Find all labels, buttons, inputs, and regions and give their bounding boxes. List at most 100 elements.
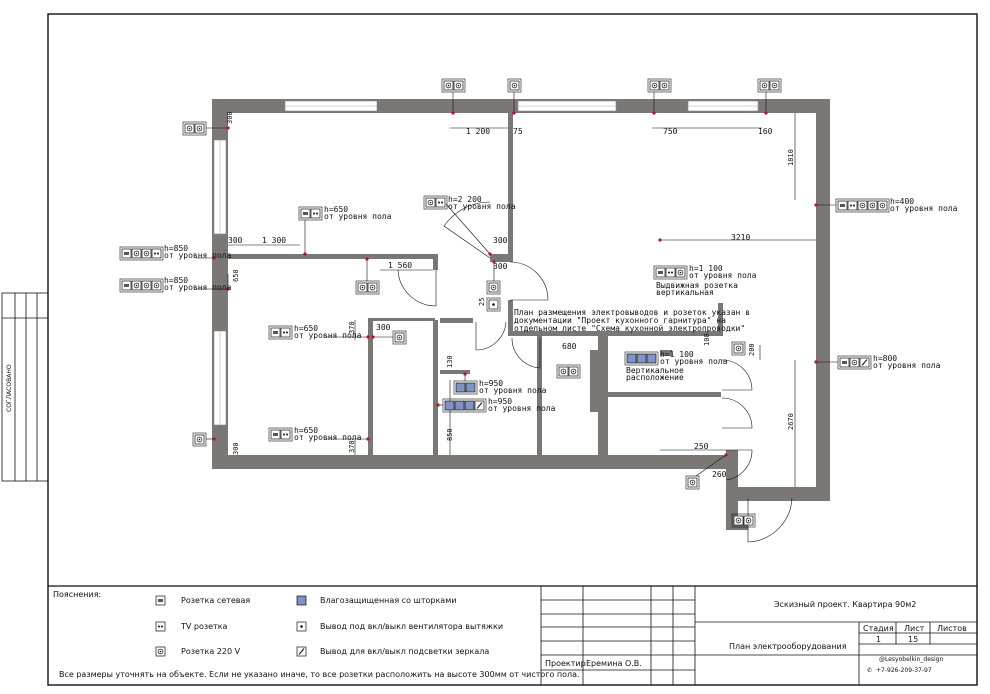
socket-group [268,427,368,442]
socket-group [816,355,872,370]
socket-group [624,351,659,366]
legend-title: Пояснения: [53,590,101,599]
approvals-stamp-label: СОГЛАСОВАНО [6,364,13,412]
sheet-header: Лист [904,624,925,633]
legend-footnote: Все размеры уточнять на объекте. Если не… [59,670,580,679]
dim-160: 160 [758,127,773,136]
dim-680: 680 [562,342,577,351]
svg-text:Вывод для вкл/выкл подсветки з: Вывод для вкл/выкл подсветки зеркала [320,647,489,656]
dim-750: 750 [663,127,678,136]
socket-group [647,78,672,113]
socket-group [119,246,214,261]
height-labels: h=2 200 от уровня пола h=650 от уровня п… [164,195,958,442]
dimension-lines [227,113,816,487]
sheet-value: 15 [908,635,918,644]
label-h650-b: h=650 [294,324,318,333]
approvals-stamp: СОГЛАСОВАНО [1,292,49,482]
socket-group [731,341,746,356]
dim-1560: 1 560 [388,261,412,270]
sheets-header: Листов [937,624,967,633]
label-h650-c: h=650 [294,426,318,435]
socket-group [653,265,688,280]
label-h1100-a-sub: от уровня пола [689,271,757,280]
label-h650-a: h=650 [324,205,348,214]
waterproof-socket-icon [296,595,307,606]
kitchen-note-line1: План размещения электровыводов и розеток… [514,308,750,317]
label-h400: h=400 [890,197,914,206]
socket-group [355,259,380,295]
dim-1200: 1 200 [466,127,490,136]
door-swings [397,201,793,543]
socket-group [507,78,522,113]
title-block: Эскизный проект. Квартира 90м2 План элек… [540,586,977,685]
label-h850-a: h=850 [164,244,188,253]
label-h650-b-sub: от уровня пола [294,331,362,340]
dim-300-top-left: 300 [226,111,234,124]
label-h2200: h=2 200 [448,195,482,204]
label-h1100-a-note1: Выдвижная розетка [656,281,738,290]
label-h800: h=800 [873,354,897,363]
label-h950-b-sub: от уровня пола [488,404,556,413]
socket-group [757,78,782,113]
label-h950-a: h=950 [479,379,503,388]
socket-group [441,78,466,113]
dim-130: 130 [446,355,454,368]
label-h400-sub: от уровня пола [890,204,958,213]
dim-370-b: 370 [348,440,356,453]
dim-3210: 3210 [731,233,750,242]
svg-text:TV розетка: TV розетка [180,622,228,631]
label-h950-a-sub: от уровня пола [479,386,547,395]
designer-phone: +7-926-209-37-97 [876,667,932,674]
legend-item-waterproof: Влагозащищенная со шторками [296,595,456,606]
dim-100: 100 [703,333,711,346]
legend: Пояснения: Розетка сетевая TV розетка Ро… [53,590,580,679]
dimension-texts: 300 1 200 75 750 160 1810 3210 300 1 300… [226,111,795,479]
dim-1300: 1 300 [262,236,286,245]
fan-switch-outlet-icon [296,621,307,632]
socket-group [486,297,501,312]
legend-item-tv: TV розетка [155,621,228,632]
svg-text:Розетка сетевая: Розетка сетевая [181,596,250,605]
dim-850: 850 [446,428,454,441]
socket-group [438,398,487,413]
legend-item-mirror: Вывод для вкл/выкл подсветки зеркала [296,646,489,657]
sheet-title: План электрооборудования [729,642,847,651]
network-socket-icon [155,595,166,606]
dim-250: 250 [694,442,709,451]
socket-group [182,121,228,136]
label-h650-a-sub: от уровня пола [324,212,392,221]
socket-group [268,325,368,340]
label-h850-a-sub: от уровня пола [164,251,232,260]
label-h1100-b: h=1 100 [660,350,694,359]
socket-markers [212,111,818,457]
label-h950-b: h=950 [488,397,512,406]
tv-socket-icon [155,621,166,632]
project-title: Эскизный проект. Квартира 90м2 [774,600,916,609]
dim-200: 200 [748,343,756,356]
socket-group [119,278,228,293]
socket-group [731,513,756,528]
label-h650-c-sub: от уровня пола [294,433,362,442]
power-socket-icon [155,646,166,657]
kitchen-note: План размещения электровыводов и розеток… [514,308,750,333]
designer-role: Проектир [545,659,586,668]
dim-1810: 1810 [787,149,795,166]
dim-370-a: 370 [348,321,356,334]
label-h1100-b-sub: от уровня пола [660,357,728,366]
dim-300-c: 300 [493,262,508,271]
socket-group [192,432,214,447]
svg-text:Розетка 220 V: Розетка 220 V [181,647,241,656]
dim-300-a: 300 [228,236,243,245]
stage-header: Стадия [863,624,894,633]
label-h1100-a-note2: вертикальная [656,288,714,297]
dim-300-bottom-left: 300 [232,442,240,455]
legend-item-network: Розетка сетевая [155,595,250,606]
phone-icon: ✆ [867,667,872,674]
socket-group [453,374,478,395]
socket-group [685,454,727,490]
legend-item-power: Розетка 220 V [155,646,241,657]
label-h800-sub: от уровня пола [873,361,941,370]
label-h850-b: h=850 [164,276,188,285]
label-h1100-b-note2: расположение [626,373,684,382]
socket-symbols [119,78,890,528]
